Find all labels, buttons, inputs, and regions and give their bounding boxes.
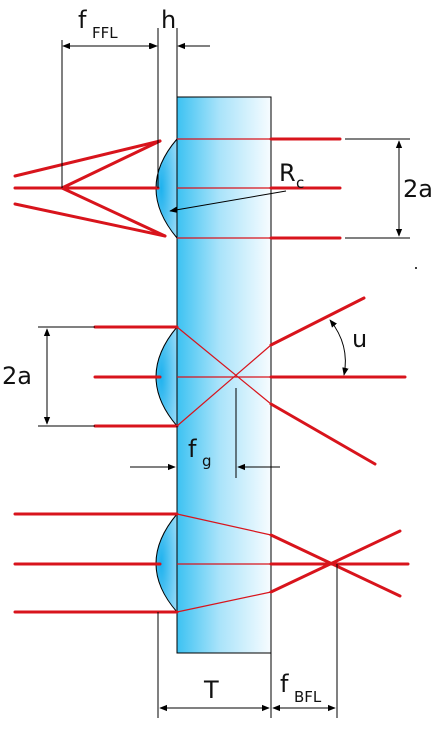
f-ffl-label-main: f xyxy=(78,6,87,34)
bottom-ray-bundle xyxy=(13,512,410,614)
radius-callout: R c xyxy=(169,159,304,213)
aperture-middle-label: 2a xyxy=(2,362,32,390)
dimension-aperture-middle: 2a xyxy=(2,326,95,427)
f-g-label-main: f xyxy=(188,435,197,463)
f-bfl-label-main: f xyxy=(280,670,289,698)
lenslet-top xyxy=(155,137,178,240)
thickness-label: T xyxy=(203,676,219,704)
u-label: u xyxy=(352,325,367,353)
lenslet-bottom xyxy=(155,512,178,614)
stray-dot xyxy=(415,267,417,269)
middle-ray-bundle xyxy=(93,296,407,466)
h-label: h xyxy=(161,6,176,34)
rc-label-sub: c xyxy=(296,174,304,192)
top-ray-bundle xyxy=(13,137,342,240)
glass-substrate xyxy=(176,96,272,654)
f-bfl-label-sub: BFL xyxy=(294,688,322,706)
dimension-f-ffl: f FFL h xyxy=(61,6,210,188)
f-g-label-sub: g xyxy=(202,452,212,470)
angle-u: u xyxy=(329,319,367,376)
lenslet-middle xyxy=(155,325,178,428)
aperture-top-label: 2a xyxy=(403,175,433,203)
dimension-f-g: f g xyxy=(130,388,280,478)
rc-label-main: R xyxy=(279,159,296,187)
dimension-thickness-bfl: T f BFL xyxy=(157,564,338,718)
dimension-aperture-top: 2a xyxy=(345,138,433,239)
f-ffl-label-sub: FFL xyxy=(92,24,118,42)
